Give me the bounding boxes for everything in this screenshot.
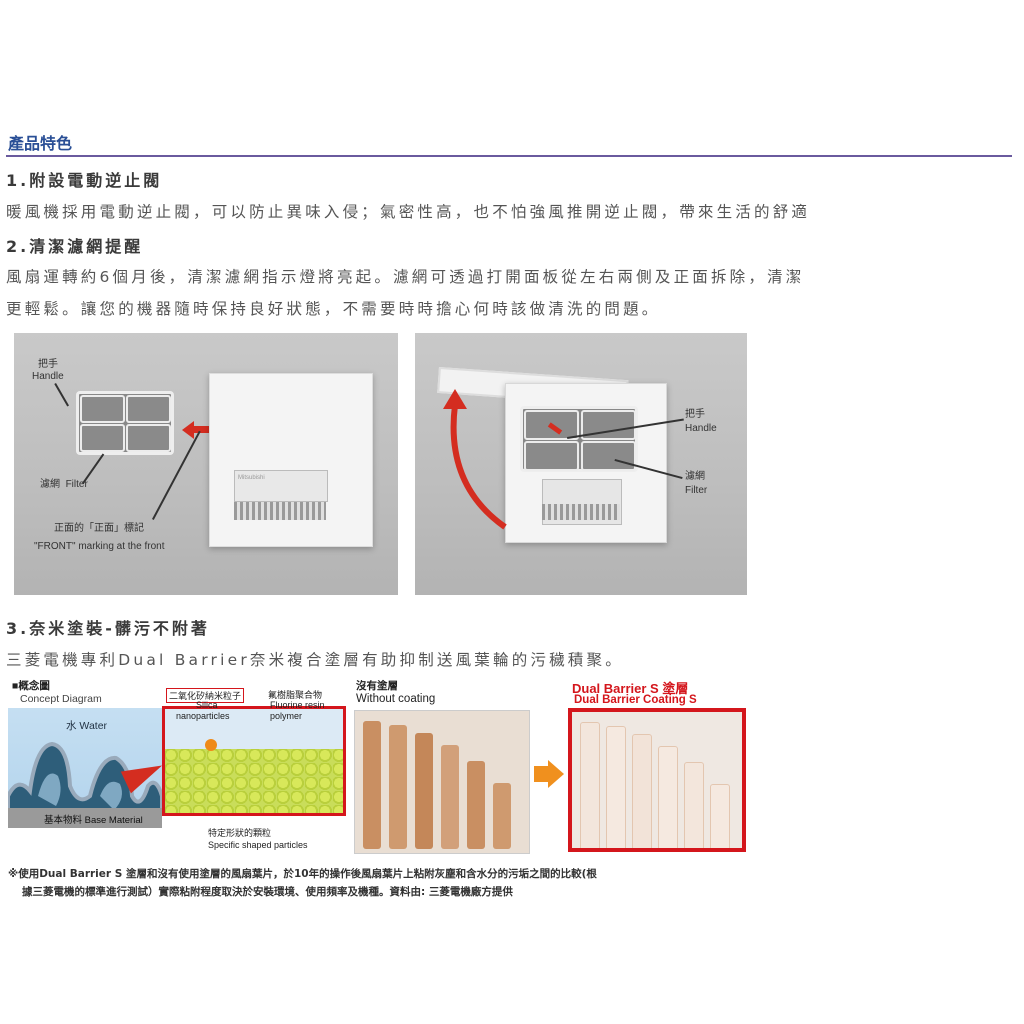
front-mark-label-zh: 正面的「正面」標記 (54, 523, 144, 534)
handle-label-en: Handle (32, 371, 64, 382)
water-label: 水 Water (66, 720, 108, 732)
base-material-shapes (8, 741, 162, 828)
silica-particle (205, 739, 217, 751)
handle-label-en-right: Handle (685, 423, 717, 434)
filter-diagram-open: 把手 Handle 濾網 Filter (415, 333, 747, 595)
filter-label-en-right: Filter (685, 485, 708, 496)
section-3-text: 三菱電機專利Dual Barrier奈米複合塗層有助抑制送風葉輪的污穢積聚。 (6, 651, 624, 669)
concept-title-zh: ■概念圖 (12, 680, 50, 692)
title-divider (6, 155, 1012, 157)
section-2-text-line1: 風扇運轉約6個月後，清潔濾網指示燈將亮起。濾網可透過打開面板從左右兩側及正面拆除… (6, 268, 805, 286)
section-2-text-line2: 更輕鬆。讓您的機器隨時保持良好狀態，不需要時時擔心何時該做清洗的問題。 (6, 300, 661, 318)
heater-unit: Mitsubishi (209, 373, 373, 547)
with-coating-en: Dual Barrier Coating S (574, 694, 697, 706)
comparison-arrow (534, 766, 548, 782)
fluorine-label-en2: polymer (270, 711, 303, 721)
open-direction-arrow (443, 389, 507, 530)
section-3-heading: 3.奈米塗裝-髒污不附著 (6, 619, 210, 638)
section-2-heading: 2.清潔濾網提醒 (6, 237, 144, 256)
filter-label-zh-right: 濾網 (685, 471, 705, 482)
fluorine-label-zh: 氟樹脂聚合物 (268, 690, 323, 700)
without-coating-zh: 沒有塗層 (356, 680, 398, 692)
handle-label-zh: 把手 (38, 359, 58, 370)
silica-label-zh: 二氧化矽納米粒子 (166, 688, 245, 703)
section-1-text: 暖風機採用電動逆止閥，可以防止異味入侵；氣密性高，也不怕強風推開逆止閥，帶來生活… (6, 203, 811, 221)
fan-photo-with-coating (568, 708, 746, 852)
particles-label-zh: 特定形狀的顆粒 (208, 828, 272, 838)
silica-label-en2: nanoparticles (176, 711, 230, 721)
footnote-line1: ※使用Dual Barrier S 塗層和沒有使用塗層的風扇葉片，於10年的操作… (8, 868, 597, 880)
filter-diagram-front: 把手 Handle Mitsubishi 濾網 Filter 正面的「正面」標記… (14, 333, 398, 595)
concept-title-en: Concept Diagram (20, 693, 102, 705)
particles-label-en: Specific shaped particles (208, 840, 308, 850)
section-1-heading: 1.附設電動逆止閥 (6, 171, 163, 190)
zoom-nanoparticles (162, 706, 346, 816)
page-title: 產品特色 (8, 134, 73, 153)
footnote-line2: 據三菱電機的標準進行測試）實際粘附程度取決於安裝環境、使用頻率及機種。資料由: … (22, 886, 513, 898)
filter-label-en: Filter (65, 479, 88, 490)
insert-arrow (192, 426, 210, 433)
base-material-label: 基本物料 Base Material (44, 815, 143, 826)
front-mark-label-en: "FRONT" marking at the front (34, 541, 165, 552)
silica-label-en1: Silica (196, 700, 218, 710)
unit-brand: Mitsubishi (238, 475, 265, 481)
handle-label-zh-right: 把手 (685, 409, 705, 420)
filter-label-front: 濾網 Filter (40, 479, 88, 491)
without-coating-en: Without coating (356, 693, 436, 705)
with-coating-zh: Dual Barrier S 塗層 (572, 681, 689, 696)
fan-photo-without-coating (354, 710, 530, 854)
filter-label-zh: 濾網 (40, 479, 60, 490)
filter-illustration (76, 391, 174, 455)
particle-field (165, 749, 343, 813)
concept-diagram-water: 水 Water 基本物料 Base Material (8, 708, 162, 828)
heater-unit-open (505, 383, 667, 543)
fluorine-label-en1: Fluorine resin (270, 700, 325, 710)
